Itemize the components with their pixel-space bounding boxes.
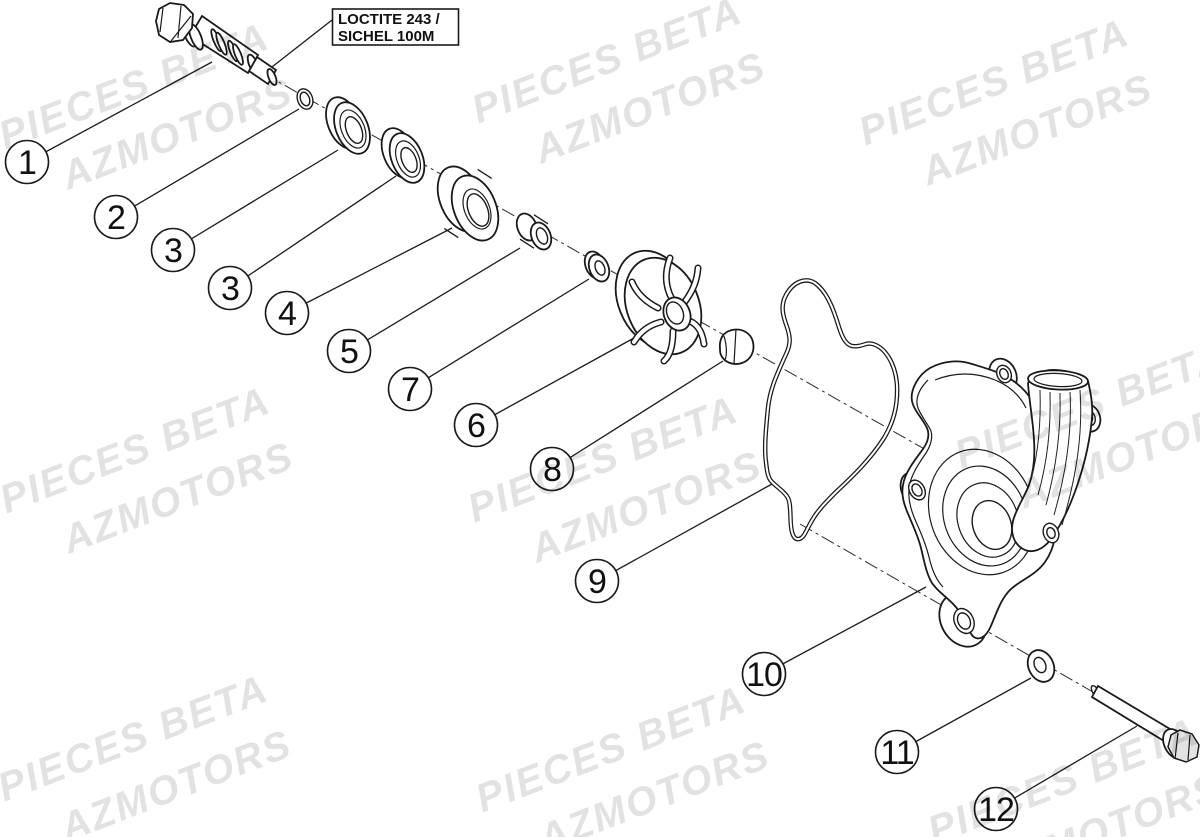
- callout-7[interactable]: 7: [387, 366, 433, 412]
- svg-text:10: 10: [746, 656, 782, 694]
- svg-text:11: 11: [880, 734, 913, 772]
- part-gasket: [762, 278, 900, 542]
- cover-outlet-pipe: [1011, 368, 1094, 552]
- callout-4[interactable]: 4: [264, 290, 310, 336]
- impeller-blades: [628, 254, 708, 365]
- svg-text:LOCTITE 243 /: LOCTITE 243 /: [338, 11, 441, 28]
- callout-10[interactable]: 10: [741, 651, 787, 697]
- part-bearing-1: [325, 96, 371, 155]
- svg-text:6: 6: [467, 407, 485, 445]
- part-cap-nut: [718, 328, 755, 365]
- callout-3b[interactable]: 3: [207, 265, 253, 311]
- svg-text:8: 8: [543, 451, 561, 489]
- callout-12[interactable]: 12: [973, 786, 1019, 832]
- svg-text:7: 7: [401, 371, 419, 409]
- callout-11[interactable]: 11: [874, 729, 920, 775]
- part-oring: [296, 88, 314, 110]
- callout-5[interactable]: 5: [326, 328, 372, 374]
- part-seal: [436, 165, 500, 242]
- callout-9[interactable]: 9: [574, 558, 620, 604]
- part-spacer: [515, 212, 553, 251]
- callout-2[interactable]: 2: [93, 194, 139, 240]
- leader-lines: [26, 61, 1138, 810]
- callout-1[interactable]: 1: [4, 139, 50, 185]
- svg-text:2: 2: [107, 199, 125, 237]
- part-impeller: [614, 249, 708, 365]
- pipe-hatch-lines: [1030, 389, 1082, 526]
- part-washer: [1026, 649, 1056, 683]
- part-bearing-2: [380, 127, 426, 184]
- svg-text:SICHEL 100M: SICHEL 100M: [338, 28, 434, 45]
- callout-3a[interactable]: 3: [150, 227, 196, 273]
- note-leader-line: [262, 19, 333, 75]
- svg-text:12: 12: [978, 791, 1014, 829]
- svg-text:5: 5: [340, 333, 358, 371]
- callout-8[interactable]: 8: [529, 446, 575, 492]
- part-washer-small: [583, 250, 611, 283]
- part-bolt: [1090, 684, 1200, 763]
- svg-text:9: 9: [588, 563, 606, 601]
- svg-text:3: 3: [164, 232, 182, 270]
- svg-text:3: 3: [221, 270, 239, 308]
- svg-text:4: 4: [278, 295, 296, 333]
- part-shaft: [155, 2, 278, 86]
- callout-6[interactable]: 6: [453, 402, 499, 448]
- note-label: LOCTITE 243 / SICHEL 100M: [331, 8, 460, 46]
- svg-text:1: 1: [18, 144, 36, 182]
- part-pump-cover: [899, 357, 1102, 648]
